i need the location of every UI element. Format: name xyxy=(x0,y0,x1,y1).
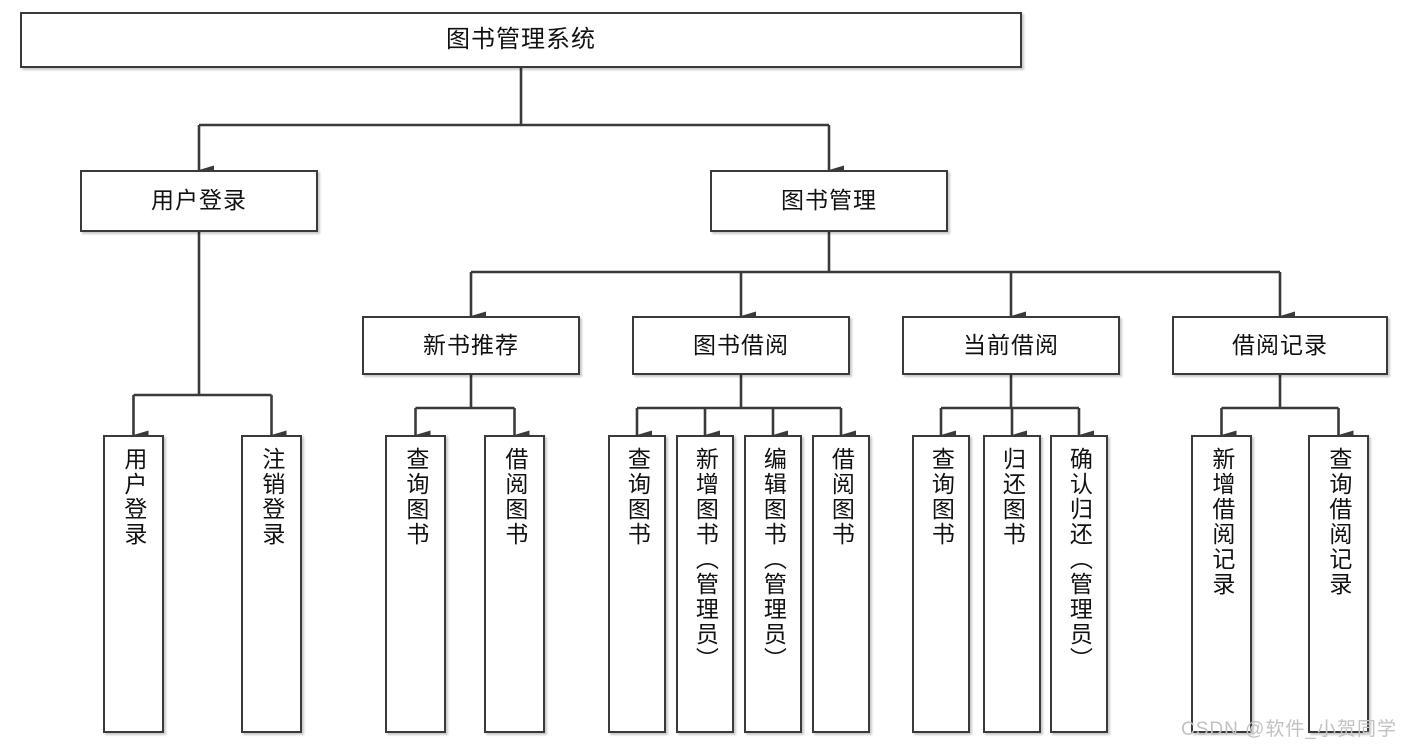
leaf-node-label: 注销登录 xyxy=(258,447,285,547)
leaf-node-label: 编辑图书（管理员） xyxy=(760,447,787,672)
leaf-node[interactable]: 查询借阅记录 xyxy=(1308,435,1369,733)
leaf-node[interactable]: 借阅图书 xyxy=(812,435,870,733)
leaf-node-label: 新增图书（管理员） xyxy=(692,447,719,672)
node-user-login[interactable]: 用户登录 xyxy=(80,170,318,232)
leaf-node-label: 确认归还（管理员） xyxy=(1066,447,1093,672)
node-book-borrow-label: 图书借阅 xyxy=(693,331,789,358)
node-new-book-recommend[interactable]: 新书推荐 xyxy=(362,316,580,375)
leaf-node[interactable]: 查询图书 xyxy=(385,435,446,733)
leaf-node-label: 新增借阅记录 xyxy=(1208,447,1235,597)
leaf-node[interactable]: 新增图书（管理员） xyxy=(676,435,734,733)
node-root[interactable]: 图书管理系统 xyxy=(20,12,1022,68)
node-user-login-label: 用户登录 xyxy=(151,187,247,214)
node-book-management[interactable]: 图书管理 xyxy=(710,170,948,232)
leaf-node[interactable]: 借阅图书 xyxy=(484,435,545,733)
leaf-node[interactable]: 编辑图书（管理员） xyxy=(744,435,802,733)
leaf-node[interactable]: 查询图书 xyxy=(912,435,970,733)
node-book-borrow[interactable]: 图书借阅 xyxy=(632,316,850,375)
leaf-node-label: 查询借阅记录 xyxy=(1325,447,1352,597)
leaf-node-label: 用户登录 xyxy=(120,447,147,547)
leaf-node[interactable]: 注销登录 xyxy=(241,435,302,733)
node-current-borrow-label: 当前借阅 xyxy=(963,331,1059,358)
leaf-node[interactable]: 新增借阅记录 xyxy=(1191,435,1252,733)
node-root-label: 图书管理系统 xyxy=(446,25,596,53)
watermark: CSDN @软件_小贺同学 xyxy=(1181,719,1397,740)
leaf-node-label: 归还图书 xyxy=(999,447,1026,547)
leaf-node-label: 查询图书 xyxy=(624,447,651,547)
node-book-management-label: 图书管理 xyxy=(781,187,877,214)
leaf-node-label: 借阅图书 xyxy=(828,447,855,547)
leaf-node[interactable]: 归还图书 xyxy=(983,435,1041,733)
leaf-node[interactable]: 用户登录 xyxy=(103,435,164,733)
node-borrow-record-label: 借阅记录 xyxy=(1232,331,1328,358)
node-new-book-recommend-label: 新书推荐 xyxy=(423,331,519,358)
leaf-node-label: 查询图书 xyxy=(402,447,429,547)
leaf-node-label: 查询图书 xyxy=(928,447,955,547)
leaf-node[interactable]: 查询图书 xyxy=(608,435,666,733)
node-current-borrow[interactable]: 当前借阅 xyxy=(902,316,1120,375)
leaf-node-label: 借阅图书 xyxy=(501,447,528,547)
node-borrow-record[interactable]: 借阅记录 xyxy=(1172,316,1388,375)
leaf-node[interactable]: 确认归还（管理员） xyxy=(1050,435,1108,733)
